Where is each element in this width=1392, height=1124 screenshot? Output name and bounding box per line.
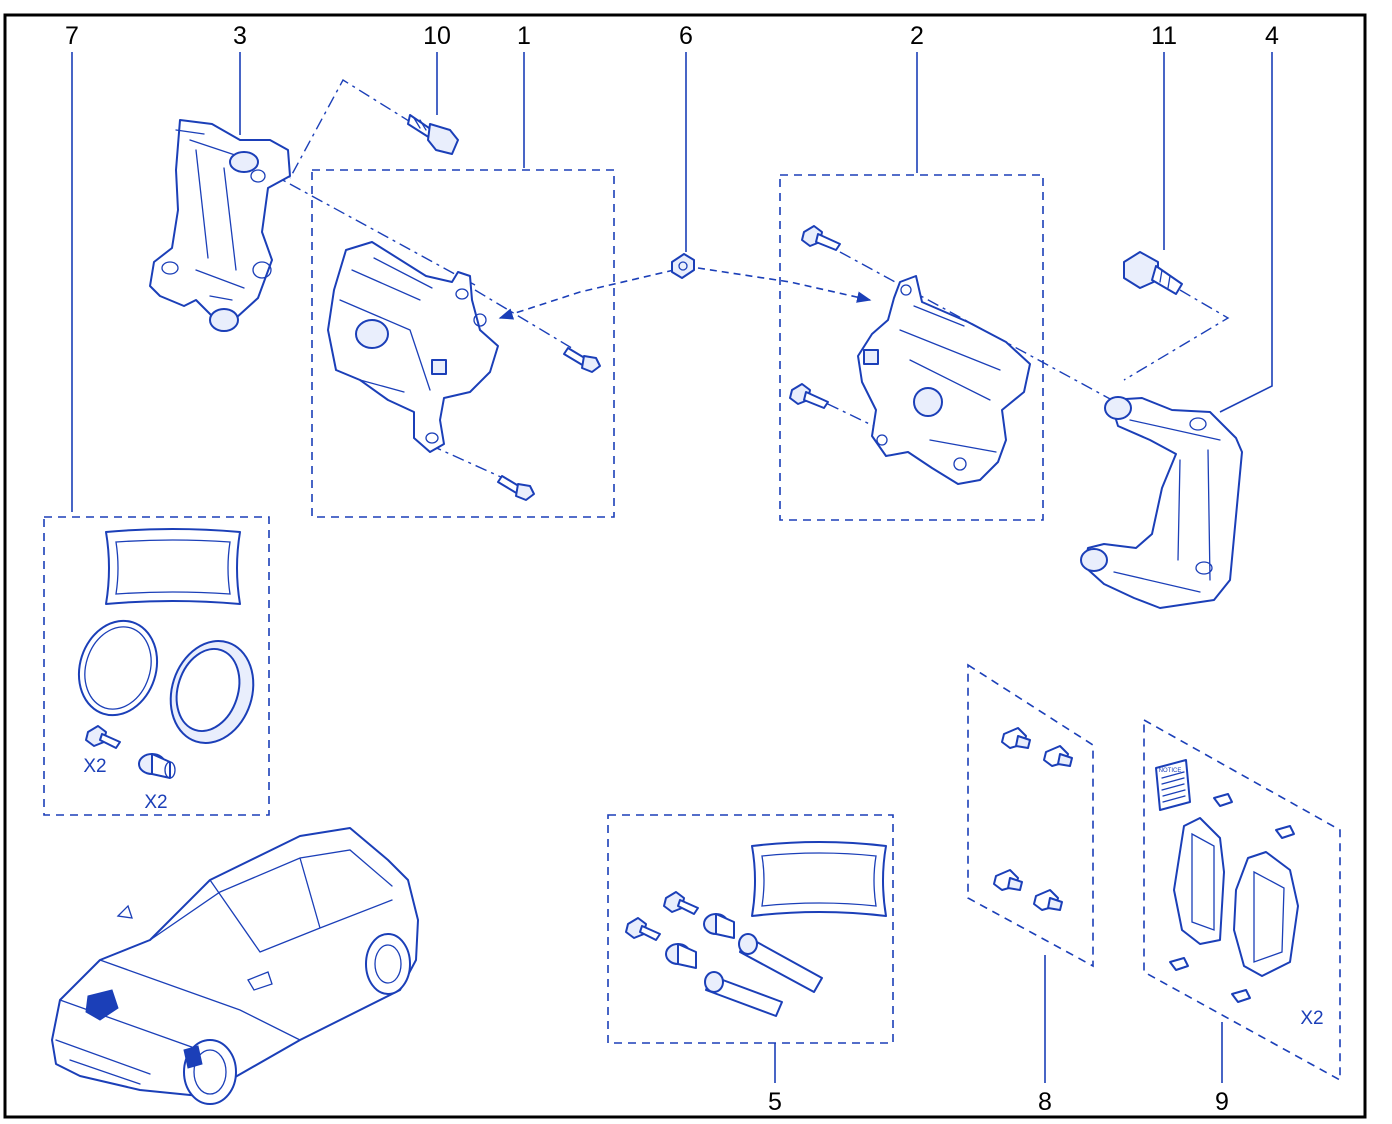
guide-bolt-1b [497, 475, 535, 501]
callout-1: 1 [517, 22, 531, 50]
callout-7: 7 [65, 22, 79, 50]
grease-sachet-7 [105, 528, 241, 605]
piston-seal-7 [77, 619, 159, 717]
anti-rattle-clips-8 [993, 727, 1073, 911]
small-bolt-7 [85, 725, 121, 749]
callout-9: 9 [1215, 1088, 1229, 1116]
kit-box-2 [779, 174, 1044, 521]
callout-11: 11 [1151, 22, 1177, 50]
bolt-10 [407, 114, 459, 155]
guide-bolt-1a [563, 347, 601, 373]
guide-bolt-2b [789, 383, 829, 409]
kit-box-1 [311, 169, 615, 518]
callout-3: 3 [233, 22, 247, 50]
bleed-nipple-6 [671, 253, 695, 279]
guide-pin-set-5 [625, 891, 823, 1017]
brake-pad-9a [1173, 817, 1225, 945]
bolt-11 [1123, 251, 1183, 295]
guide-bolt-2a [801, 225, 841, 251]
bushing-7 [138, 753, 176, 779]
caliper-bracket-4 [1080, 396, 1243, 609]
qty-pads-9: X2 [1300, 1008, 1323, 1029]
notice-leaflet-9: NOTICE [1155, 759, 1191, 811]
callout-4: 4 [1265, 22, 1279, 50]
callout-6: 6 [679, 22, 693, 50]
caliper-2 [857, 275, 1031, 485]
grease-sachet-5 [751, 841, 887, 917]
qty-bolts-7: X2 [83, 756, 106, 777]
kit-box-7 [43, 516, 270, 816]
callout-5: 5 [768, 1088, 782, 1116]
caliper-1 [327, 241, 499, 453]
callout-10: 10 [423, 22, 451, 50]
dust-boot-7 [169, 640, 255, 744]
qty-bushings-7: X2 [144, 792, 167, 813]
caliper-bracket-3 [149, 119, 291, 332]
callout-8: 8 [1038, 1088, 1052, 1116]
pad-clips-9 [1169, 793, 1295, 1003]
brake-pad-9b [1233, 851, 1299, 977]
callout-2: 2 [910, 22, 924, 50]
diagram-border [3, 13, 1367, 1119]
kit-box-8 [967, 663, 1094, 968]
notice-label: NOTICE [1159, 768, 1182, 774]
vehicle-illustration [51, 827, 419, 1105]
kit-box-5 [607, 814, 894, 1044]
leader-lines [71, 52, 1273, 1083]
